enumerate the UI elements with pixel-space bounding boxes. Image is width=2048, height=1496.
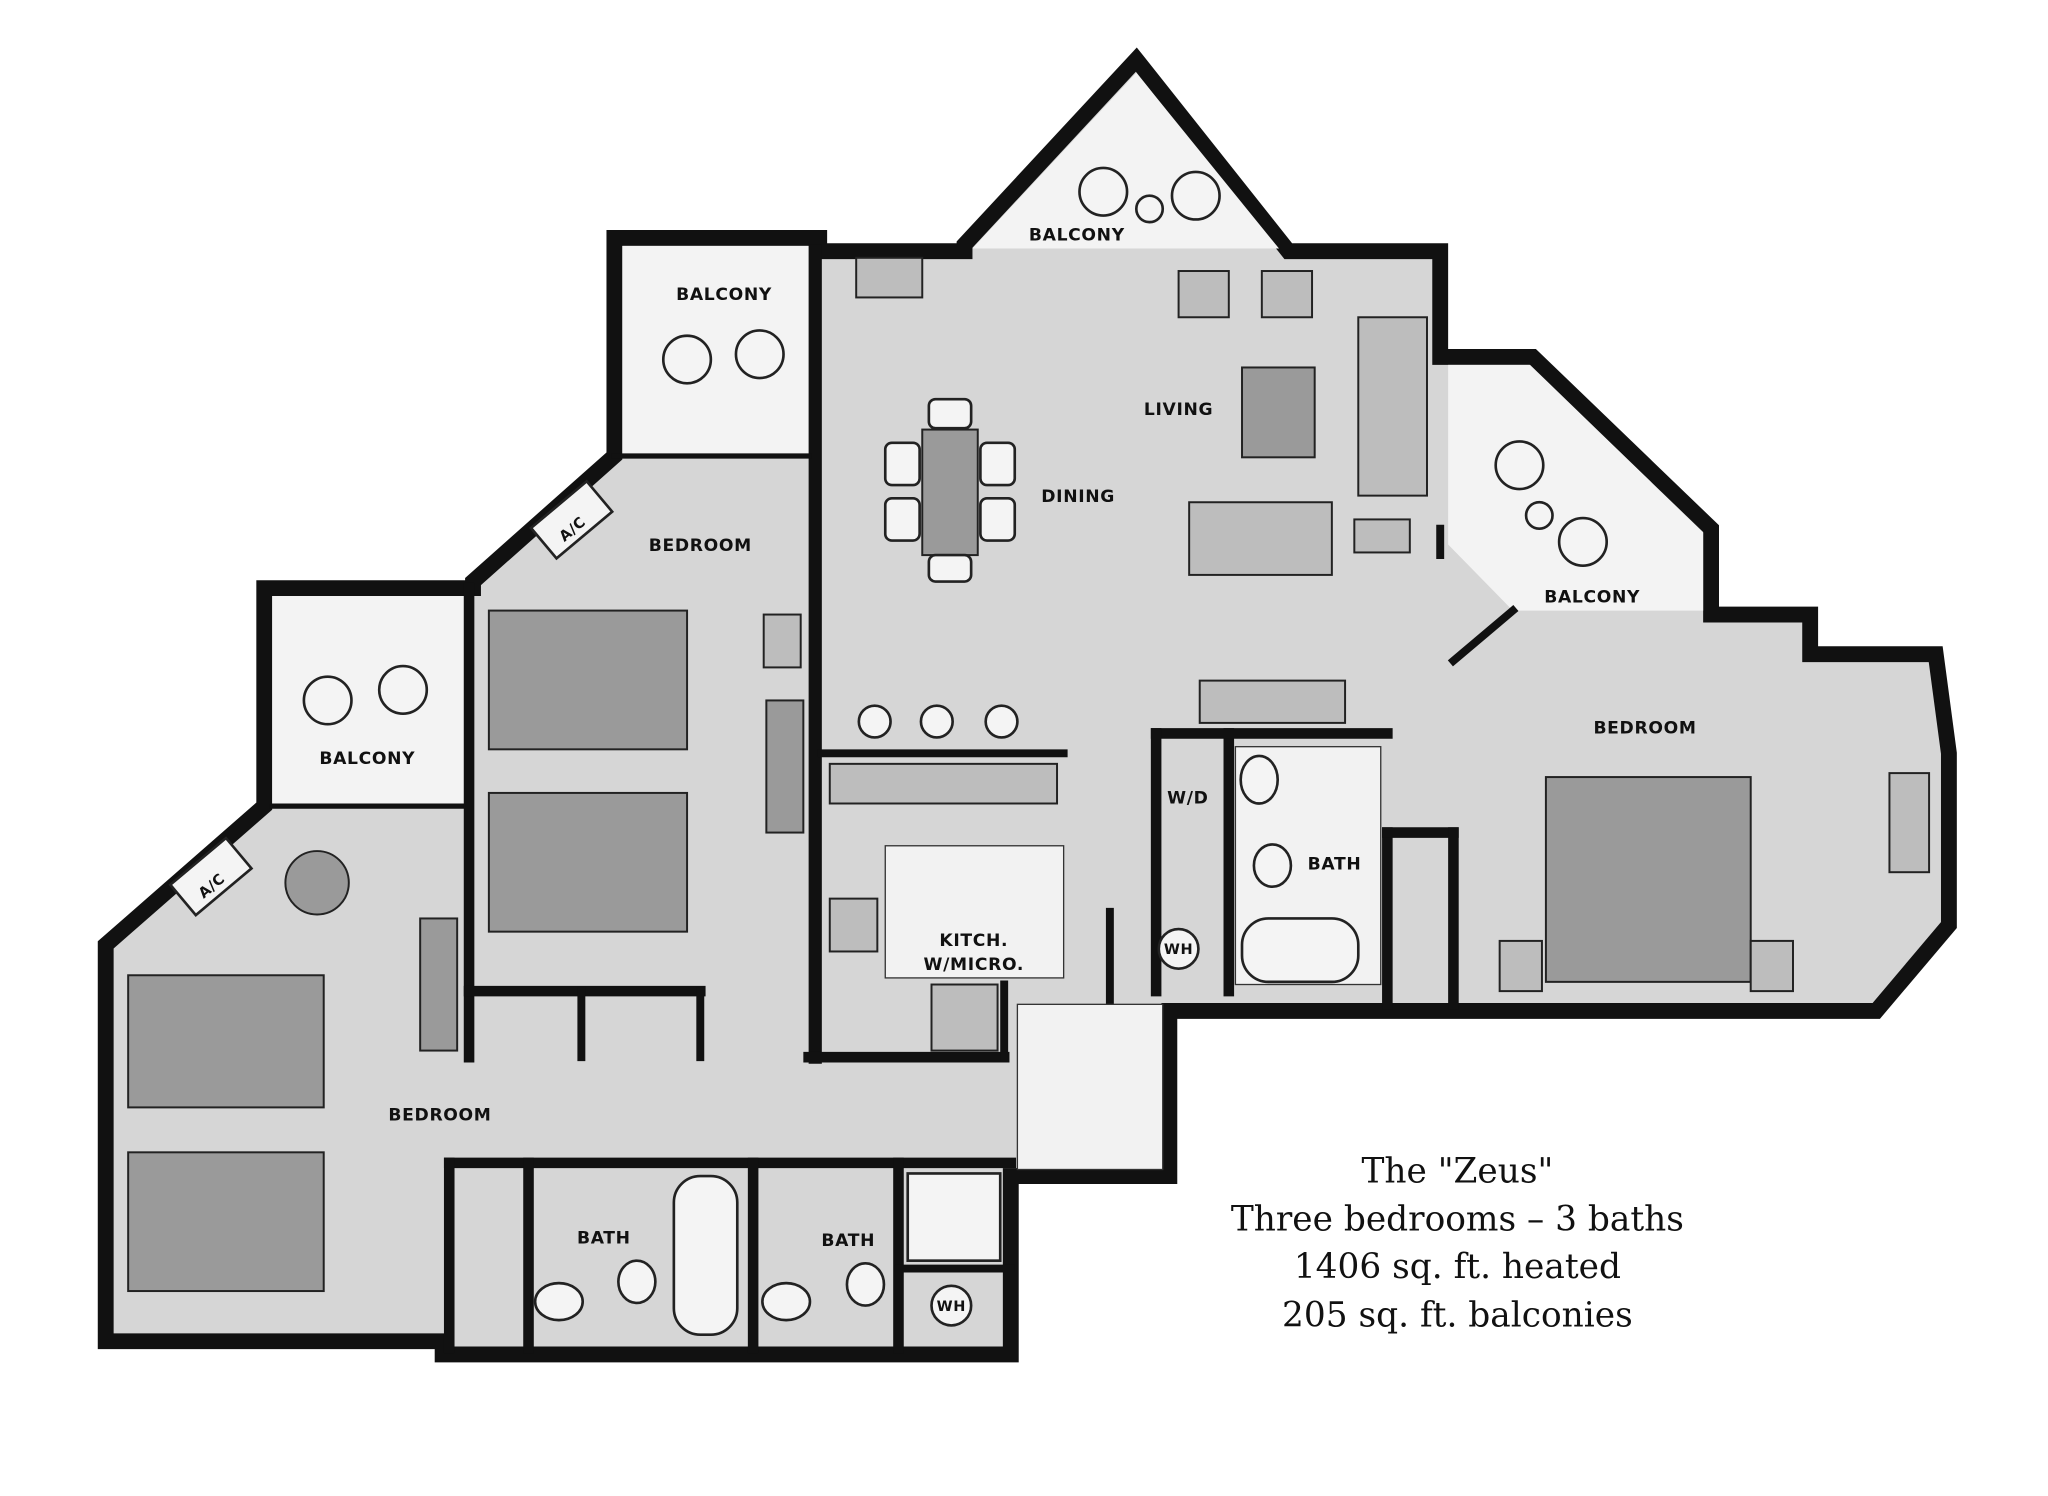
balcony-chair [1557, 516, 1609, 567]
armchair [1260, 270, 1314, 319]
kitchen-counter [828, 762, 1059, 805]
tub-bottom [672, 1174, 739, 1336]
ac-upper-unit [529, 479, 615, 561]
caption-heated-area: 1406 sq. ft. heated [1294, 1247, 1621, 1287]
dining-table [921, 428, 979, 557]
caption-bedrooms-baths: Three bedrooms – 3 baths [1231, 1199, 1684, 1239]
sofa [1357, 316, 1428, 497]
balcony-chair [661, 334, 713, 385]
dining-chair [883, 441, 921, 487]
breakfast-table [284, 850, 350, 916]
cabinet [1198, 679, 1347, 724]
toilet [845, 1261, 886, 1307]
balcony-top-area [972, 72, 1280, 249]
cabinet [855, 256, 924, 299]
balcony-right-area [1448, 364, 1704, 611]
balcony-table [1524, 500, 1554, 530]
label-bedroom-upper: BEDROOM [649, 536, 752, 556]
label-kitchen-2: W/MICRO. [924, 955, 1024, 975]
stove [828, 897, 879, 953]
label-bath-bottom-left: BATH [577, 1228, 631, 1248]
label-bedroom-right: BEDROOM [1593, 718, 1696, 738]
label-balcony-top: BALCONY [1029, 226, 1125, 246]
sink [533, 1281, 585, 1322]
bar-stool [857, 704, 892, 739]
label-balcony-right: BALCONY [1544, 588, 1640, 608]
label-kitchen-1: KITCH. [939, 931, 1008, 951]
dining-chair [927, 397, 973, 430]
label-water-heater-bottom: WH [937, 1299, 966, 1315]
sink [761, 1281, 812, 1322]
loveseat [1188, 501, 1333, 576]
label-bath-center: BATH [1308, 855, 1362, 875]
balcony-chair [1170, 170, 1221, 221]
nightstand [762, 613, 802, 669]
side-table [1353, 518, 1411, 554]
bed-left-1 [127, 974, 325, 1109]
shower-bottom [906, 1172, 1002, 1262]
water-heater-center-symbol [1157, 927, 1200, 970]
bed-upper-1 [487, 609, 689, 751]
balcony-chair [734, 329, 785, 380]
coffee-table [1241, 366, 1316, 459]
label-bath-bottom-right: BATH [821, 1231, 875, 1251]
label-living: LIVING [1144, 400, 1213, 420]
dresser [419, 917, 459, 1052]
balcony-chair [377, 664, 429, 715]
label-water-heater-center: WH [1164, 942, 1193, 958]
nightstand [1749, 939, 1794, 993]
toilet [1252, 843, 1293, 889]
balcony-chair [1078, 166, 1129, 217]
water-heater-bottom-symbol [930, 1284, 973, 1327]
sink [1239, 754, 1280, 805]
nightstand [1498, 939, 1543, 993]
tub-center [1240, 917, 1360, 984]
bed-upper-2 [487, 791, 689, 933]
refrigerator [930, 983, 999, 1052]
bed-left-2 [127, 1151, 325, 1293]
room-labels: BALCONY BALCONY BALCONY BALCONY BEDROOM … [196, 226, 1696, 1315]
label-dining: DINING [1041, 487, 1115, 507]
label-balcony-left: BALCONY [319, 749, 415, 769]
dresser [1888, 772, 1931, 874]
ac-left-unit [168, 836, 254, 917]
bar-stool [984, 704, 1019, 739]
dresser [765, 699, 805, 834]
armchair [1177, 270, 1230, 319]
label-washer-dryer: W/D [1167, 788, 1208, 808]
furniture [127, 166, 1931, 1336]
balcony-table [1134, 194, 1165, 224]
dining-chair [979, 441, 1017, 487]
toilet [617, 1259, 657, 1305]
plan-caption: The "Zeus" Three bedrooms – 3 baths 1406… [1231, 1152, 1684, 1336]
dining-chair [883, 496, 921, 542]
interior-walls [269, 244, 1519, 1354]
caption-title: The "Zeus" [1361, 1152, 1553, 1192]
balcony-chair [1494, 440, 1545, 491]
dining-chair [927, 553, 973, 583]
dining-chair [979, 496, 1017, 542]
balcony-left-area [272, 596, 466, 807]
balcony-chair [302, 675, 353, 726]
label-bedroom-left: BEDROOM [388, 1106, 491, 1126]
bed-right [1544, 776, 1752, 983]
bar-stool [919, 704, 954, 739]
caption-balcony-area: 205 sq. ft. balconies [1282, 1296, 1633, 1336]
label-balcony-upper-left: BALCONY [676, 285, 772, 305]
